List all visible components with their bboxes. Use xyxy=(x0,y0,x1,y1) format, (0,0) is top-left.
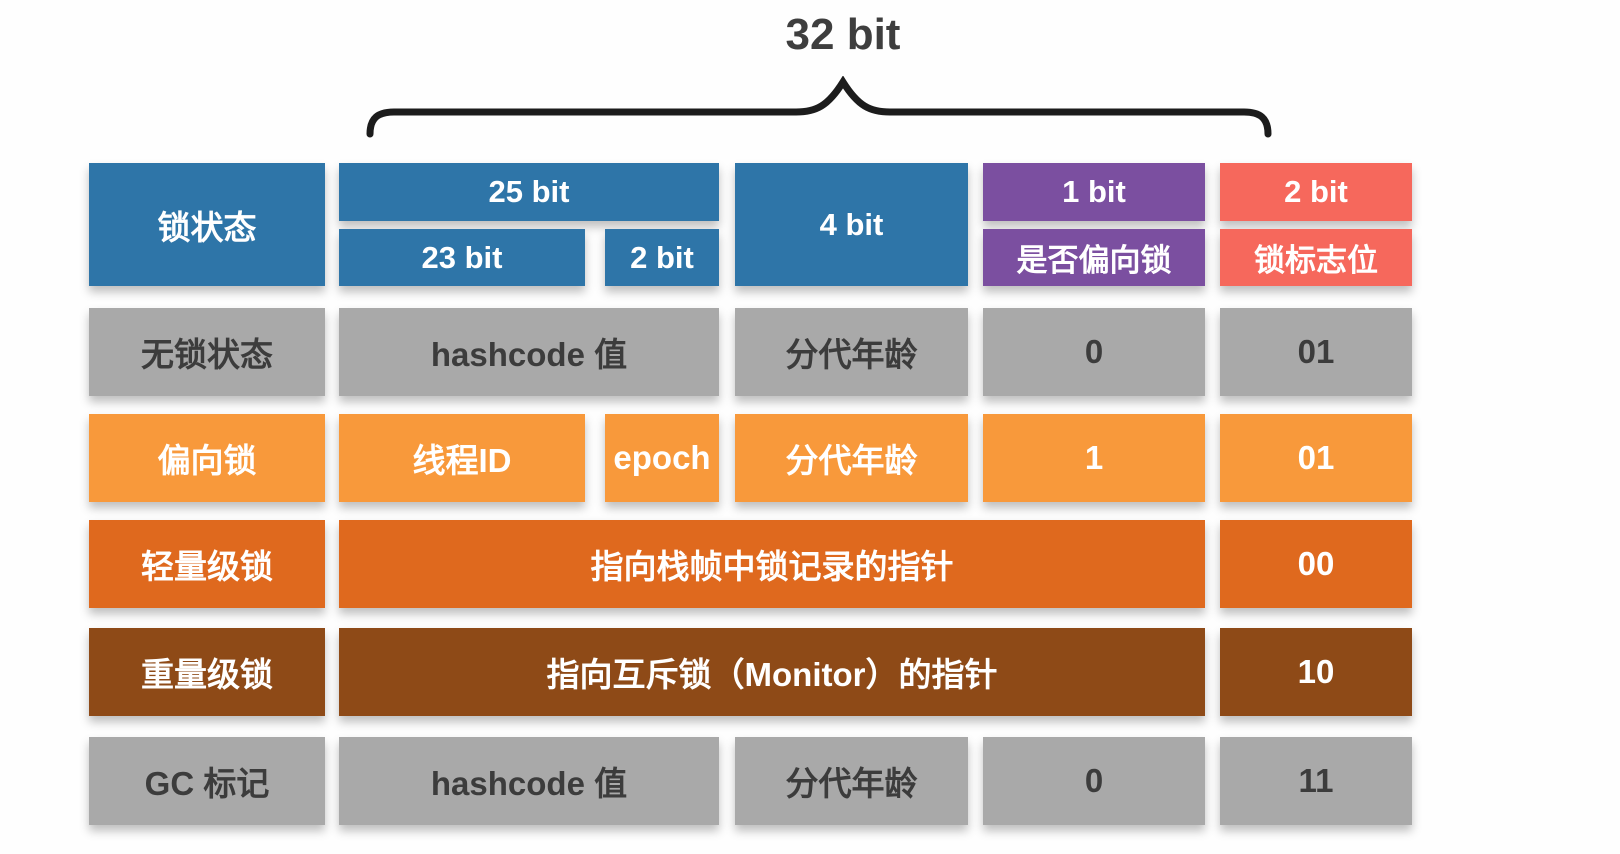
row-lightweight-pointer: 指向栈帧中锁记录的指针 xyxy=(339,520,1205,608)
row-biased-age: 分代年龄 xyxy=(735,414,968,502)
row-nolock-biased: 0 xyxy=(983,308,1205,396)
row-biased-biased: 1 xyxy=(983,414,1205,502)
diagram-title: 32 bit xyxy=(785,10,901,59)
row-gc-hashcode: hashcode 值 xyxy=(339,737,719,825)
header-25bit: 25 bit xyxy=(339,163,719,221)
row-biased-flag: 01 xyxy=(1220,414,1412,502)
header-biased-label: 是否偏向锁 xyxy=(983,229,1205,286)
header-1bit: 1 bit xyxy=(983,163,1205,221)
curly-brace-icon xyxy=(366,76,1272,138)
row-biased-epoch: epoch xyxy=(605,414,719,502)
row-nolock-age: 分代年龄 xyxy=(735,308,968,396)
header-flag-label: 锁标志位 xyxy=(1220,229,1412,286)
header-23bit: 23 bit xyxy=(339,229,585,286)
row-heavyweight-state: 重量级锁 xyxy=(89,628,325,716)
row-heavyweight-pointer: 指向互斥锁（Monitor）的指针 xyxy=(339,628,1205,716)
header-4bit: 4 bit xyxy=(735,163,968,286)
header-flag-2bit: 2 bit xyxy=(1220,163,1412,221)
header-2bit: 2 bit xyxy=(605,229,719,286)
row-lightweight-flag: 00 xyxy=(1220,520,1412,608)
row-gc-state: GC 标记 xyxy=(89,737,325,825)
row-heavyweight-flag: 10 xyxy=(1220,628,1412,716)
row-biased-threadid: 线程ID xyxy=(339,414,585,502)
row-gc-age: 分代年龄 xyxy=(735,737,968,825)
row-gc-biased: 0 xyxy=(983,737,1205,825)
row-biased-state: 偏向锁 xyxy=(89,414,325,502)
row-nolock-state: 无锁状态 xyxy=(89,308,325,396)
header-lock-state: 锁状态 xyxy=(89,163,325,286)
row-nolock-hashcode: hashcode 值 xyxy=(339,308,719,396)
markword-table: 锁状态 25 bit 23 bit 2 bit 4 bit 1 bit 是否偏向… xyxy=(89,163,1412,825)
row-lightweight-state: 轻量级锁 xyxy=(89,520,325,608)
row-gc-flag: 11 xyxy=(1220,737,1412,825)
row-nolock-flag: 01 xyxy=(1220,308,1412,396)
